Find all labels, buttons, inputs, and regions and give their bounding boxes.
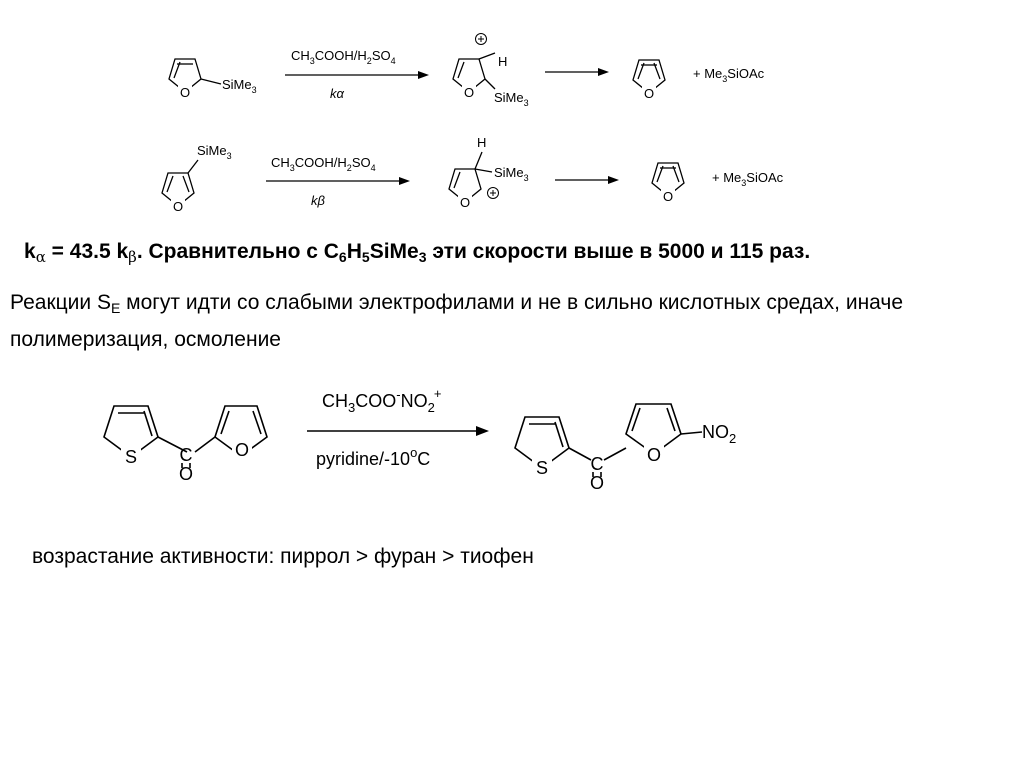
- ring-oxygen-label: O: [180, 85, 190, 100]
- furan-product-2: O: [651, 162, 685, 204]
- reaction-3-reagent-top: CH3COO-NO2+: [322, 386, 441, 415]
- nitro-group-label: NO2: [702, 422, 736, 446]
- nitro-ketone-product: S C O O NO2: [514, 403, 736, 493]
- rate-comparison-text: kα = 43.5 kβ. Сравнительно с C6H5SiMe3 э…: [24, 240, 811, 266]
- carbonyl-carbon-label: C: [180, 445, 193, 465]
- reaction-2-arrow-2: [555, 176, 619, 184]
- hydrogen-label: H: [498, 54, 507, 69]
- ring-oxygen-label: O: [460, 195, 470, 210]
- sulfur-label: S: [125, 447, 137, 467]
- sigma-complex-1: O H SiMe3: [452, 33, 529, 108]
- sime3-label: SiMe3: [494, 165, 529, 183]
- carbonyl-carbon-label: C: [591, 454, 604, 474]
- sime3-label: SiMe3: [197, 143, 232, 161]
- reaction-3-reagent-bottom: pyridine/-10oC: [316, 445, 430, 469]
- hydrogen-label: H: [477, 135, 486, 150]
- furan-3-sime3-molecule: O SiMe3: [161, 143, 232, 214]
- reaction-3: S C O O CH3COO-NO2+ pyridine/-10oC: [103, 386, 736, 493]
- reaction-2: O SiMe3 CH3COOH/H2SO4 kβ O H SiMe3: [161, 135, 784, 214]
- ring-oxygen-label: O: [663, 189, 673, 204]
- reaction-1-arrow-2: [545, 68, 609, 76]
- sulfur-label: S: [536, 458, 548, 478]
- thienyl-furyl-ketone-molecule: S C O O: [103, 405, 268, 484]
- reaction-1: O SiMe3 CH3COOH/H2SO4 kα O H SiMe3: [168, 33, 765, 108]
- positive-charge-icon: [475, 33, 487, 45]
- rate-constant-alpha: kα: [330, 86, 345, 101]
- furan-product-1: O: [632, 59, 666, 101]
- ring-oxygen-label: O: [173, 199, 183, 214]
- rate-constant-beta: kβ: [311, 193, 326, 208]
- reaction-2-arrow: [266, 177, 410, 185]
- sime3-label: SiMe3: [494, 90, 529, 108]
- reaction-3-arrow: [307, 426, 489, 436]
- ring-oxygen-label: O: [464, 85, 474, 100]
- se-reactions-text: Реакции SE могут идти со слабыми электро…: [10, 291, 904, 351]
- reaction-1-reagent: CH3COOH/H2SO4: [291, 48, 396, 66]
- carbonyl-oxygen-label: O: [179, 464, 193, 484]
- reaction-1-arrow: [285, 71, 429, 79]
- byproduct-me3sioac: + Me3SiOAc: [712, 170, 784, 188]
- reaction-2-reagent: CH3COOH/H2SO4: [271, 155, 376, 173]
- sigma-complex-2: O H SiMe3: [448, 135, 529, 210]
- furan-2-sime3-molecule: O SiMe3: [168, 58, 257, 100]
- activity-order-text: возрастание активности: пиррол > фуран >…: [32, 545, 534, 568]
- positive-charge-icon: [487, 187, 499, 199]
- carbonyl-oxygen-label: O: [590, 473, 604, 493]
- ring-oxygen-label: O: [647, 445, 661, 465]
- ring-oxygen-label: O: [235, 440, 249, 460]
- sime3-label: SiMe3: [222, 77, 257, 95]
- byproduct-me3sioac: + Me3SiOAc: [693, 66, 765, 84]
- ring-oxygen-label: O: [644, 86, 654, 101]
